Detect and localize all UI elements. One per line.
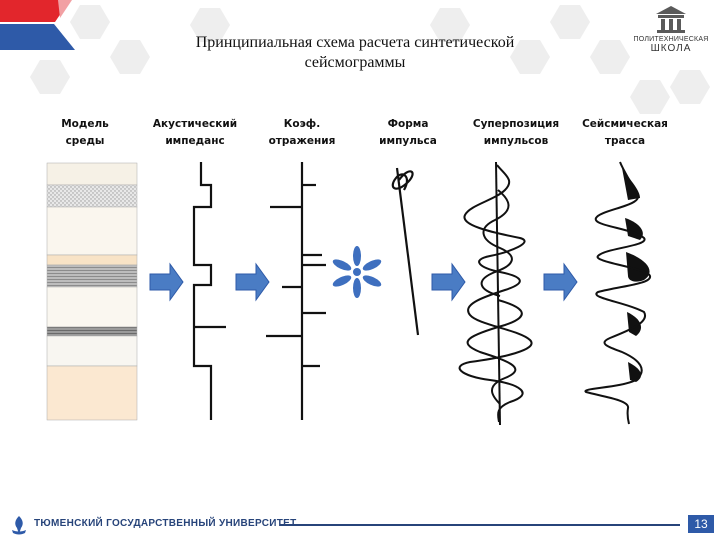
page-number: 13 — [688, 515, 714, 533]
convolution-icon — [331, 246, 383, 298]
reflection-coefficients — [266, 162, 326, 420]
arrow-right-icon — [544, 264, 577, 300]
arrow-right-icon — [150, 264, 183, 300]
footer-divider — [280, 524, 680, 526]
arrow-right-icon — [236, 264, 269, 300]
wavelet-shape — [393, 168, 418, 335]
arrow-right-icon — [432, 264, 465, 300]
impedance-curve — [194, 162, 226, 420]
pulse-superposition — [460, 162, 532, 425]
university-logo-icon — [8, 514, 30, 536]
medium-model — [47, 163, 137, 420]
university-name: ТЮМЕНСКИЙ ГОСУДАРСТВЕННЫЙ УНИВЕРСИТЕТ — [34, 518, 297, 529]
seismic-trace — [585, 162, 650, 424]
